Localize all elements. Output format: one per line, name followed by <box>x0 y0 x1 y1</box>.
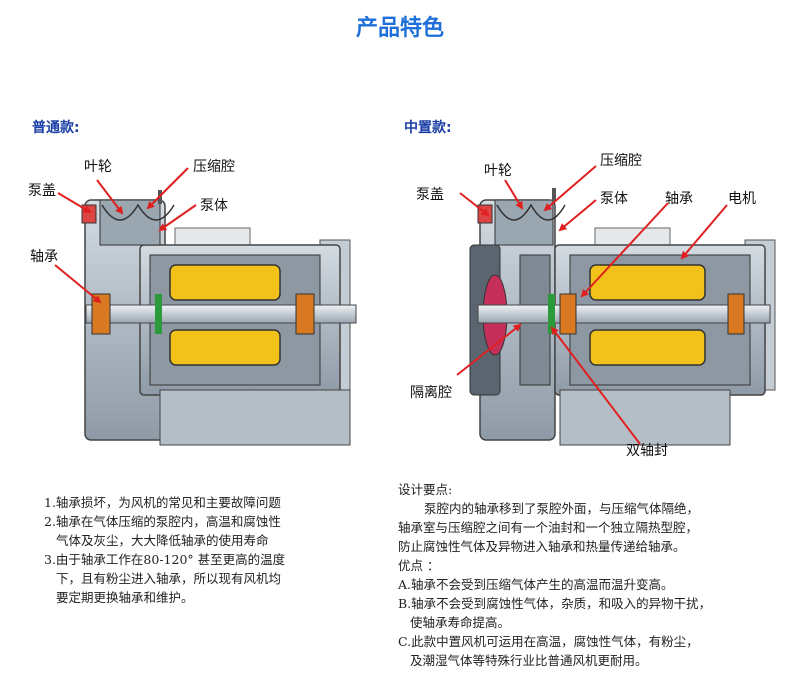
note-line: 轴承室与压缩腔之间有一个油封和一个独立隔热型腔， <box>398 520 699 535</box>
label-motor-center: 电机 <box>728 191 756 207</box>
note-line: 气体及灰尘，大大降低轴承的使用寿命 <box>56 533 269 548</box>
note-line: 防止腐蚀性气体及异物进入轴承和热量传递给轴承。 <box>398 539 686 554</box>
label-double-shaft-seal-center: 双轴封 <box>626 443 668 459</box>
note-line: B.轴承不会受到腐蚀性气体，杂质，和吸入的异物干扰， <box>398 596 712 611</box>
label-impeller-standard: 叶轮 <box>84 159 112 175</box>
note-line: 及潮湿气体等特殊行业比普通风机更耐用。 <box>410 653 648 668</box>
note-line: 泵腔内的轴承移到了泵腔外面，与压缩气体隔绝， <box>424 501 700 516</box>
note-line: 使轴承寿命提高。 <box>410 615 511 630</box>
subtitle-standard: 普通款: <box>32 120 80 136</box>
note-line: C.此款中置风机可运用在高温，腐蚀性气体，有粉尘， <box>398 634 699 649</box>
subtitle-center: 中置款: <box>404 120 452 136</box>
note-line: 优点 ： <box>398 558 440 573</box>
notes-heading: 设计要点: <box>398 482 453 497</box>
center-callout-arrows <box>456 165 728 445</box>
label-pump-body-standard: 泵体 <box>200 198 228 214</box>
note-line: 2.轴承在气体压缩的泵腔内，高温和腐蚀性 <box>44 514 281 529</box>
standard-callout-arrows <box>54 167 197 304</box>
label-pump-body-center: 泵体 <box>600 191 628 207</box>
label-bearing-standard: 轴承 <box>30 249 58 265</box>
standard-blower-cutaway <box>81 190 357 446</box>
label-pump-cover-center: 泵盖 <box>416 187 444 203</box>
note-line: 3.由于轴承工作在80-120° 甚至更高的温度 <box>44 552 286 567</box>
label-impeller-center: 叶轮 <box>484 163 512 179</box>
notes-center: 设计要点: 泵腔内的轴承移到了泵腔外面，与压缩气体隔绝， 轴承室与压缩腔之间有一… <box>398 480 794 670</box>
center-blower-cutaway <box>469 188 776 446</box>
note-line: 要定期更换轴承和维护。 <box>56 590 194 605</box>
notes-standard: 1.轴承损坏，为风机的常见和主要故障问题 2.轴承在气体压缩的泵腔内，高温和腐蚀… <box>44 493 374 607</box>
blower-diagrams <box>54 165 776 446</box>
label-isolation-chamber-center: 隔离腔 <box>410 385 452 401</box>
note-line: A.轴承不会受到压缩气体产生的高温而温升变高。 <box>398 577 674 592</box>
label-bearing-center: 轴承 <box>665 191 693 207</box>
note-line: 下，且有粉尘进入轴承，所以现有风机均 <box>56 571 282 586</box>
label-compression-chamber-standard: 压缩腔 <box>193 159 235 175</box>
page-title: 产品特色 <box>355 16 444 41</box>
label-pump-cover-standard: 泵盖 <box>28 183 56 199</box>
note-line: 1.轴承损坏，为风机的常见和主要故障问题 <box>44 495 281 510</box>
label-compression-chamber-center: 压缩腔 <box>600 153 642 169</box>
